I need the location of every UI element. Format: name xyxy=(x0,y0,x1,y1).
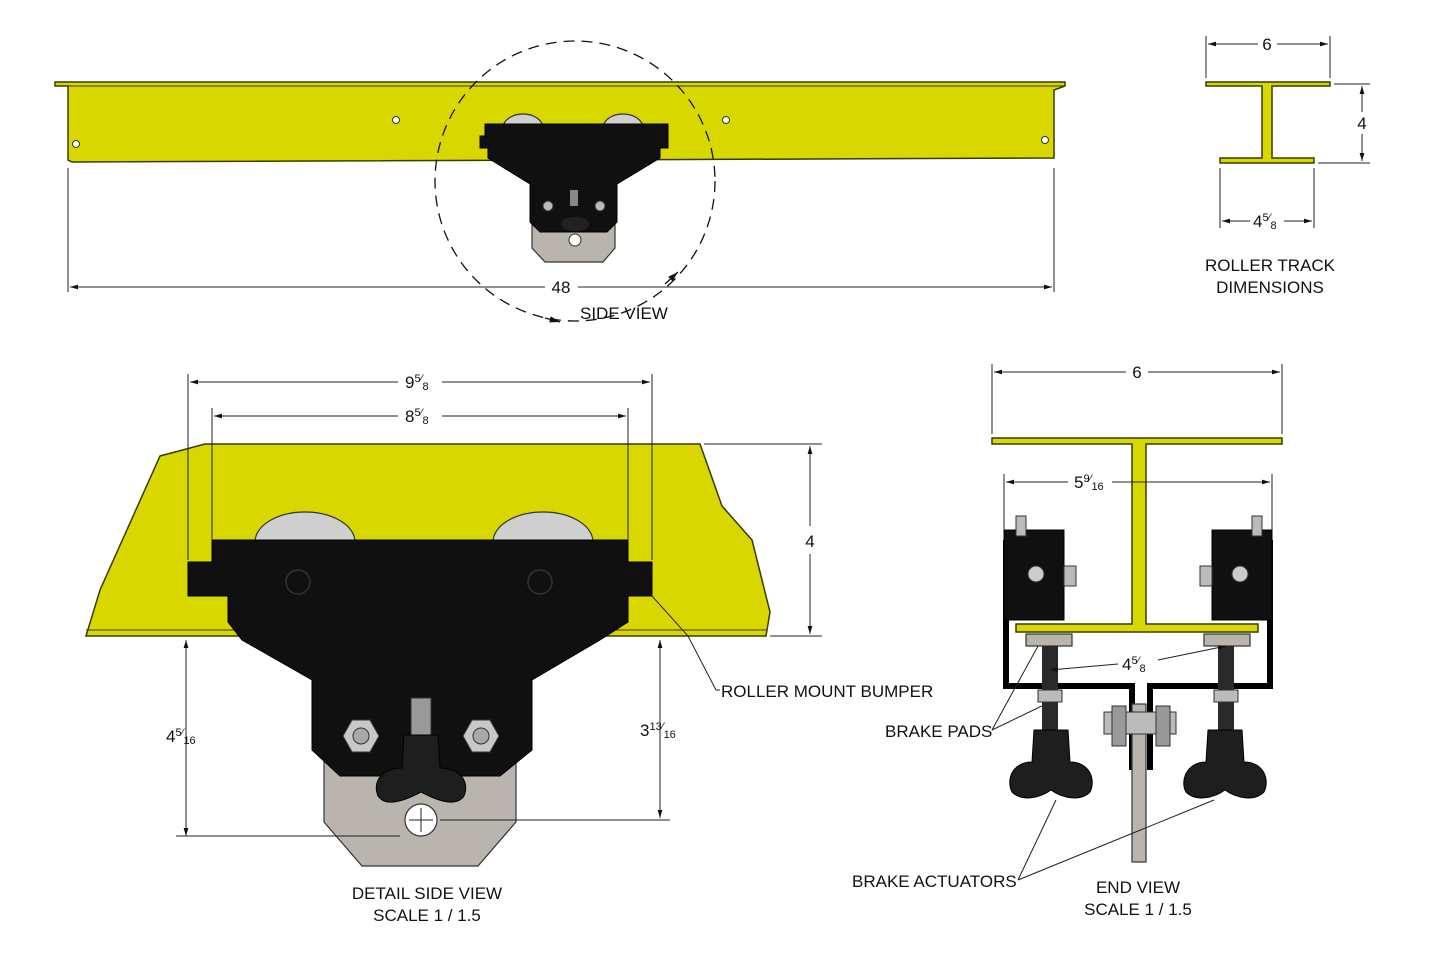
side-beam-hole xyxy=(392,116,400,124)
roller-mount-bumper-label: ROLLER MOUNT BUMPER xyxy=(721,682,933,701)
side-beam-hole xyxy=(1041,136,1049,144)
detail-left-height-dim: 45⁄16 xyxy=(166,727,196,747)
detail-body-bolt xyxy=(285,569,311,595)
detail-body-bolt xyxy=(527,569,553,595)
detail-wheel xyxy=(254,511,356,543)
detail-right-height-dim: 313⁄16 xyxy=(640,721,676,741)
end-brake-actuator-left xyxy=(1009,729,1093,799)
brake-actuators-label: BRAKE ACTUATORS xyxy=(852,872,1017,891)
roller-track-label-line2: DIMENSIONS xyxy=(1216,278,1324,297)
side-trolley xyxy=(479,113,669,263)
detail-nut-left xyxy=(342,719,380,753)
end-track-profile xyxy=(991,437,1283,633)
detail-nut-right xyxy=(462,719,500,753)
side-beam-hole xyxy=(722,116,730,124)
detail-label-line2: SCALE 1 / 1.5 xyxy=(373,906,481,925)
side-length-dim: 48 xyxy=(552,278,571,297)
end-view: 6 59⁄16 45⁄8 BRAKE PADS BRAKE ACTUATORS … xyxy=(852,363,1283,919)
end-inner-width-dim: 59⁄16 xyxy=(1074,473,1104,493)
side-view-label: SIDE VIEW xyxy=(580,304,668,323)
detail-wheel xyxy=(492,511,594,543)
end-brake-actuator-right xyxy=(1183,729,1267,799)
roller-track-profile xyxy=(1205,81,1331,164)
end-pad-dim: 45⁄8 xyxy=(1122,655,1146,675)
detail-side-view: 95⁄8 85⁄8 4 45⁄16 313⁄16 ROLLER MOUNT BU… xyxy=(84,373,933,925)
end-brake-pad-right xyxy=(1203,633,1251,647)
detail-trolley-body xyxy=(187,539,653,777)
detail-outer-width-dim: 95⁄8 xyxy=(405,373,429,393)
detail-callout-circle xyxy=(434,40,716,322)
detail-height-dim: 4 xyxy=(805,532,814,551)
detail-label-line1: DETAIL SIDE VIEW xyxy=(352,884,502,903)
side-beam-hole xyxy=(72,140,80,148)
detail-inner-width-dim: 85⁄8 xyxy=(405,407,429,427)
brake-pads-label: BRAKE PADS xyxy=(885,722,992,741)
track-width-dim: 6 xyxy=(1262,35,1271,54)
roller-track-dimensions: 6 4 45⁄8 ROLLER TRACK DIMENSIONS xyxy=(1205,35,1370,297)
end-brake-pad-left xyxy=(1025,633,1073,647)
roller-track-label-line1: ROLLER TRACK xyxy=(1205,256,1336,275)
end-hanger-plate xyxy=(1131,703,1147,863)
track-base-dim: 45⁄8 xyxy=(1253,212,1277,232)
end-label-line2: SCALE 1 / 1.5 xyxy=(1084,900,1192,919)
end-label-line1: END VIEW xyxy=(1096,878,1180,897)
track-height-dim: 4 xyxy=(1357,114,1366,133)
side-view: 48 SIDE VIEW xyxy=(54,40,1066,323)
detail-brake-actuator xyxy=(375,734,467,803)
end-width-dim: 6 xyxy=(1132,363,1141,382)
